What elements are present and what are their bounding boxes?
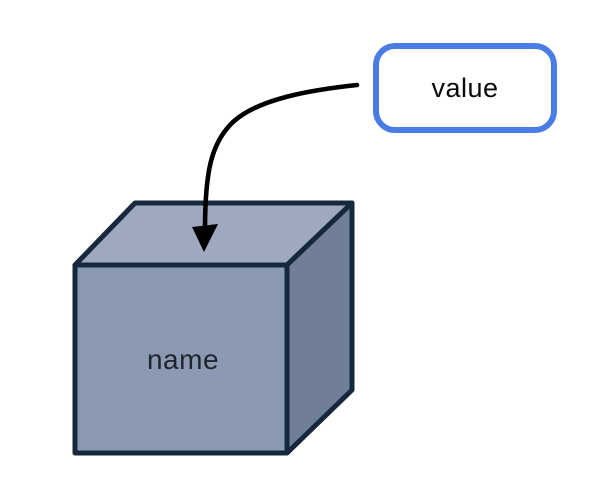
value-box [373,43,557,133]
pointer-arrow [192,82,360,252]
value-box-group: value [373,43,557,133]
cube-front-face [72,262,290,456]
value-label: value [431,73,498,103]
arrow-head-icon [192,224,218,252]
cube-name-label: name [147,344,219,375]
arrow-curve [202,82,360,233]
cube: name [72,200,355,456]
